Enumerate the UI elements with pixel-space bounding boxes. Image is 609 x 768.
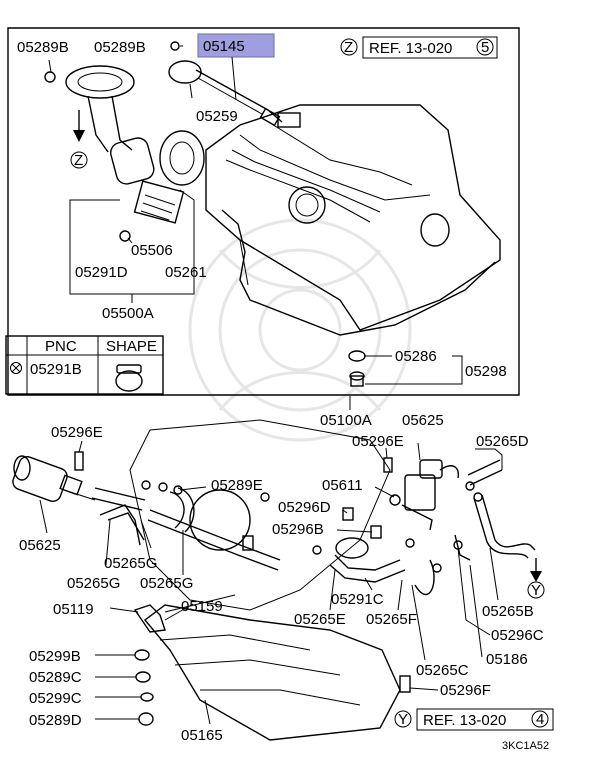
- label-05291c: 05291C: [331, 591, 384, 608]
- upper-leader-lines: [48, 45, 463, 385]
- table-header-pnc: PNC: [45, 338, 77, 355]
- label-05506: 05506: [131, 242, 173, 259]
- hoses-05265e: [329, 537, 406, 583]
- gasket-05261: [159, 130, 205, 186]
- label-05289b-b: 05289B: [94, 39, 146, 56]
- label-05145: 05145: [203, 38, 245, 55]
- label-05186: 05186: [486, 651, 528, 668]
- label-05265f: 05265F: [366, 611, 417, 628]
- table-row-pnc: 05291B: [30, 361, 82, 378]
- fuel-filter-05625: [12, 455, 96, 502]
- label-05500a: 05500A: [102, 305, 154, 322]
- label-05289d: 05289D: [29, 712, 82, 729]
- label-05259: 05259: [196, 108, 238, 125]
- diamond-icon: [10, 362, 22, 374]
- diagram-code: 3KC1A52: [502, 740, 549, 752]
- label-05119: 05119: [53, 601, 94, 618]
- label-05296e-right: 05296E: [352, 433, 404, 450]
- arrow-z: Z: [70, 110, 88, 169]
- vapor-valve-05611: [389, 459, 460, 531]
- label-05296e-left: 05296E: [51, 424, 103, 441]
- ref-z-num: 5: [481, 39, 489, 56]
- hoses-05265g: [91, 487, 281, 571]
- label-05291d: 05291D: [75, 264, 128, 281]
- label-05265g-a: 05265G: [104, 555, 157, 572]
- ref-z-letter: Z: [344, 39, 353, 56]
- fuel-tank-upper: [205, 104, 501, 336]
- label-05296d: 05296D: [278, 499, 331, 516]
- arrow-y-label: Y: [531, 582, 541, 599]
- label-05265b: 05265B: [482, 603, 534, 620]
- ref-y: Y REF. 13-020 4: [394, 708, 554, 731]
- label-05265g-b: 05265G: [67, 575, 120, 592]
- bracket-05159: [133, 594, 236, 633]
- label-05289e: 05289E: [211, 477, 263, 494]
- label-05286: 05286: [395, 348, 437, 365]
- lower-leader-lines: [39, 440, 503, 725]
- ref-y-num: 4: [536, 711, 544, 728]
- label-05298: 05298: [465, 363, 507, 380]
- label-05299b: 05299B: [29, 648, 81, 665]
- hoses-right: [414, 459, 536, 596]
- highlight-05145: [197, 33, 275, 58]
- label-05265e: 05265E: [294, 611, 346, 628]
- ref-z: Z REF. 13-020 5: [340, 36, 498, 59]
- fasteners: [74, 451, 483, 726]
- arrow-z-label: Z: [74, 152, 83, 169]
- table-header-shape: SHAPE: [106, 338, 157, 355]
- label-05261: 05261: [165, 264, 207, 281]
- hose-clamp-shape-icon: [115, 364, 143, 392]
- label-05289b-a: 05289B: [17, 39, 69, 56]
- ref-y-text: REF. 13-020: [423, 712, 506, 729]
- fuel-tank-lower: [143, 604, 401, 741]
- watermark: [188, 218, 412, 442]
- label-05296c: 05296C: [491, 627, 544, 644]
- ref-y-letter: Y: [398, 711, 408, 728]
- label-05611: 05611: [322, 477, 363, 494]
- label-05289c: 05289C: [29, 669, 82, 686]
- arrow-y: Y: [527, 558, 545, 599]
- label-05296b: 05296B: [272, 521, 324, 538]
- label-05299c: 05299C: [29, 690, 82, 707]
- drain-plug-05298: [348, 350, 366, 387]
- upper-frame: [7, 27, 520, 396]
- label-05100a: 05100A: [320, 412, 372, 429]
- label-05625-left: 05625: [19, 537, 61, 554]
- label-05265c: 05265C: [416, 662, 469, 679]
- label-05296f: 05296F: [440, 682, 491, 699]
- pnc-shape-table: PNC SHAPE 05291B: [5, 335, 164, 395]
- fuel-pump-module: [44, 41, 185, 242]
- ref-z-text: REF. 13-020: [369, 40, 452, 57]
- label-05265d: 05265D: [476, 433, 529, 450]
- label-05625-top: 05625: [402, 412, 444, 429]
- label-05265g-c: 05265G: [140, 575, 193, 592]
- label-05165: 05165: [181, 727, 223, 744]
- label-05159: 05159: [181, 598, 223, 615]
